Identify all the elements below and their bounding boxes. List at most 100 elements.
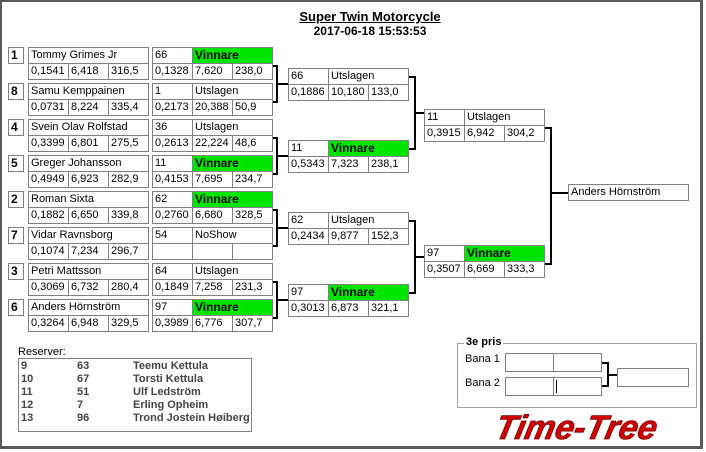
lane2-field-a[interactable] (505, 377, 554, 396)
bracket-connector (409, 292, 415, 294)
third-place-group (457, 343, 697, 408)
speed: 50,9 (232, 99, 273, 116)
speed: 321,1 (368, 300, 409, 317)
bracket-connector (415, 112, 425, 114)
racer-name[interactable]: Petri Mattsson (28, 263, 149, 280)
lane1-label: Bana 1 (465, 353, 500, 365)
racer-name[interactable]: Anders Hörnström (28, 299, 149, 316)
racer-name[interactable]: Tommy Grimes Jr (28, 47, 149, 64)
speed: 316,5 (108, 63, 149, 80)
elapsed-time: 6,669 (464, 261, 505, 278)
reaction-time: 0,1541 (28, 63, 69, 80)
racer-number: 62 (288, 212, 329, 229)
racer-number: 62 (152, 191, 193, 208)
third-place-winner-field[interactable] (617, 368, 689, 387)
elapsed-time: 7,695 (192, 171, 233, 188)
speed: 328,5 (232, 207, 273, 224)
speed: 296,7 (108, 243, 149, 260)
third-place-legend: 3e pris (464, 336, 504, 348)
reaction-time: 0,3399 (28, 135, 69, 152)
lane2-label: Bana 2 (465, 377, 500, 389)
racer-name[interactable]: Vidar Ravnsborg (28, 227, 149, 244)
reserve-name: Ulf Ledström (133, 386, 201, 398)
racer-number: 97 (424, 245, 465, 262)
reaction-time: 0,4153 (152, 171, 193, 188)
reserve-number: 96 (77, 412, 90, 424)
reserves-label: Reserver: (18, 346, 66, 358)
speed: 238,0 (232, 63, 273, 80)
bracket-connector (273, 65, 278, 67)
reaction-time: 0,2434 (288, 228, 329, 245)
elapsed-time: 20,388 (192, 99, 233, 116)
bracket-connector (273, 209, 278, 211)
reaction-time: 0,2613 (152, 135, 193, 152)
seed-number: 3 (8, 263, 24, 280)
elapsed-time: 6,650 (68, 207, 109, 224)
connector (608, 374, 618, 376)
speed: 152,3 (368, 228, 409, 245)
bracket-connector (273, 317, 278, 319)
result-status: Utslagen (192, 263, 273, 280)
racer-name[interactable]: Roman Sixta (28, 191, 149, 208)
seed-number: 6 (8, 299, 24, 316)
speed (232, 243, 273, 260)
elapsed-time: 6,801 (68, 135, 109, 152)
racer-number: 11 (152, 155, 193, 172)
result-status: Vinnare (192, 47, 273, 64)
elapsed-time: 6,776 (192, 315, 233, 332)
speed: 282,9 (108, 171, 149, 188)
racer-name[interactable]: Greger Johansson (28, 155, 149, 172)
result-status: Vinnare (192, 299, 273, 316)
seed-number: 8 (8, 83, 24, 100)
elapsed-time: 7,620 (192, 63, 233, 80)
elapsed-time: 6,948 (68, 315, 109, 332)
reserve-pos: 11 (21, 386, 33, 398)
reaction-time: 0,1849 (152, 279, 193, 296)
reaction-time: 0,1882 (28, 207, 69, 224)
champion-name: Anders Hörnström (568, 184, 689, 201)
reserve-number: 51 (77, 386, 90, 398)
speed: 333,3 (504, 261, 545, 278)
reserve-number: 7 (77, 399, 84, 411)
result-status: NoShow (192, 227, 273, 244)
lane1-field-a[interactable] (505, 353, 554, 372)
result-status: Utslagen (464, 109, 545, 126)
speed: 335,4 (108, 99, 149, 116)
lane1-field-b[interactable] (553, 353, 602, 372)
bracket-connector (277, 299, 289, 301)
result-status: Vinnare (192, 191, 273, 208)
speed: 307,7 (232, 315, 273, 332)
racer-number: 1 (152, 83, 193, 100)
elapsed-time: 6,680 (192, 207, 233, 224)
elapsed-time: 6,732 (68, 279, 109, 296)
time-tree-logo: Time-Tree (491, 409, 661, 447)
racer-name[interactable]: Svein Olav Rolfstad (28, 119, 149, 136)
reserve-number: 67 (77, 373, 90, 385)
racer-number: 64 (152, 263, 193, 280)
reserve-name: Erling Opheim (133, 399, 209, 411)
bracket-connector (277, 83, 289, 85)
elapsed-time: 7,323 (328, 156, 369, 173)
reaction-time: 0,1328 (152, 63, 193, 80)
speed: 238,1 (368, 156, 409, 173)
bracket-connector (409, 220, 415, 222)
reserve-row: 11 51 Ulf Ledström (21, 386, 251, 399)
text-cursor (556, 380, 557, 393)
elapsed-time: 10,180 (328, 84, 369, 101)
speed: 339,8 (108, 207, 149, 224)
event-title: Super Twin Motorcycle (299, 9, 441, 24)
bracket-connector (273, 101, 278, 103)
elapsed-time: 9,877 (328, 228, 369, 245)
reaction-time: 0,3507 (424, 261, 465, 278)
result-status: Utslagen (192, 83, 273, 100)
elapsed-time: 6,418 (68, 63, 109, 80)
lane2-field-b[interactable] (553, 377, 602, 396)
seed-number: 5 (8, 155, 24, 172)
racer-name[interactable]: Samu Kemppainen (28, 83, 149, 100)
reserve-name: Trond Jostein Høiberg (133, 412, 250, 424)
bracket-connector (415, 256, 425, 258)
